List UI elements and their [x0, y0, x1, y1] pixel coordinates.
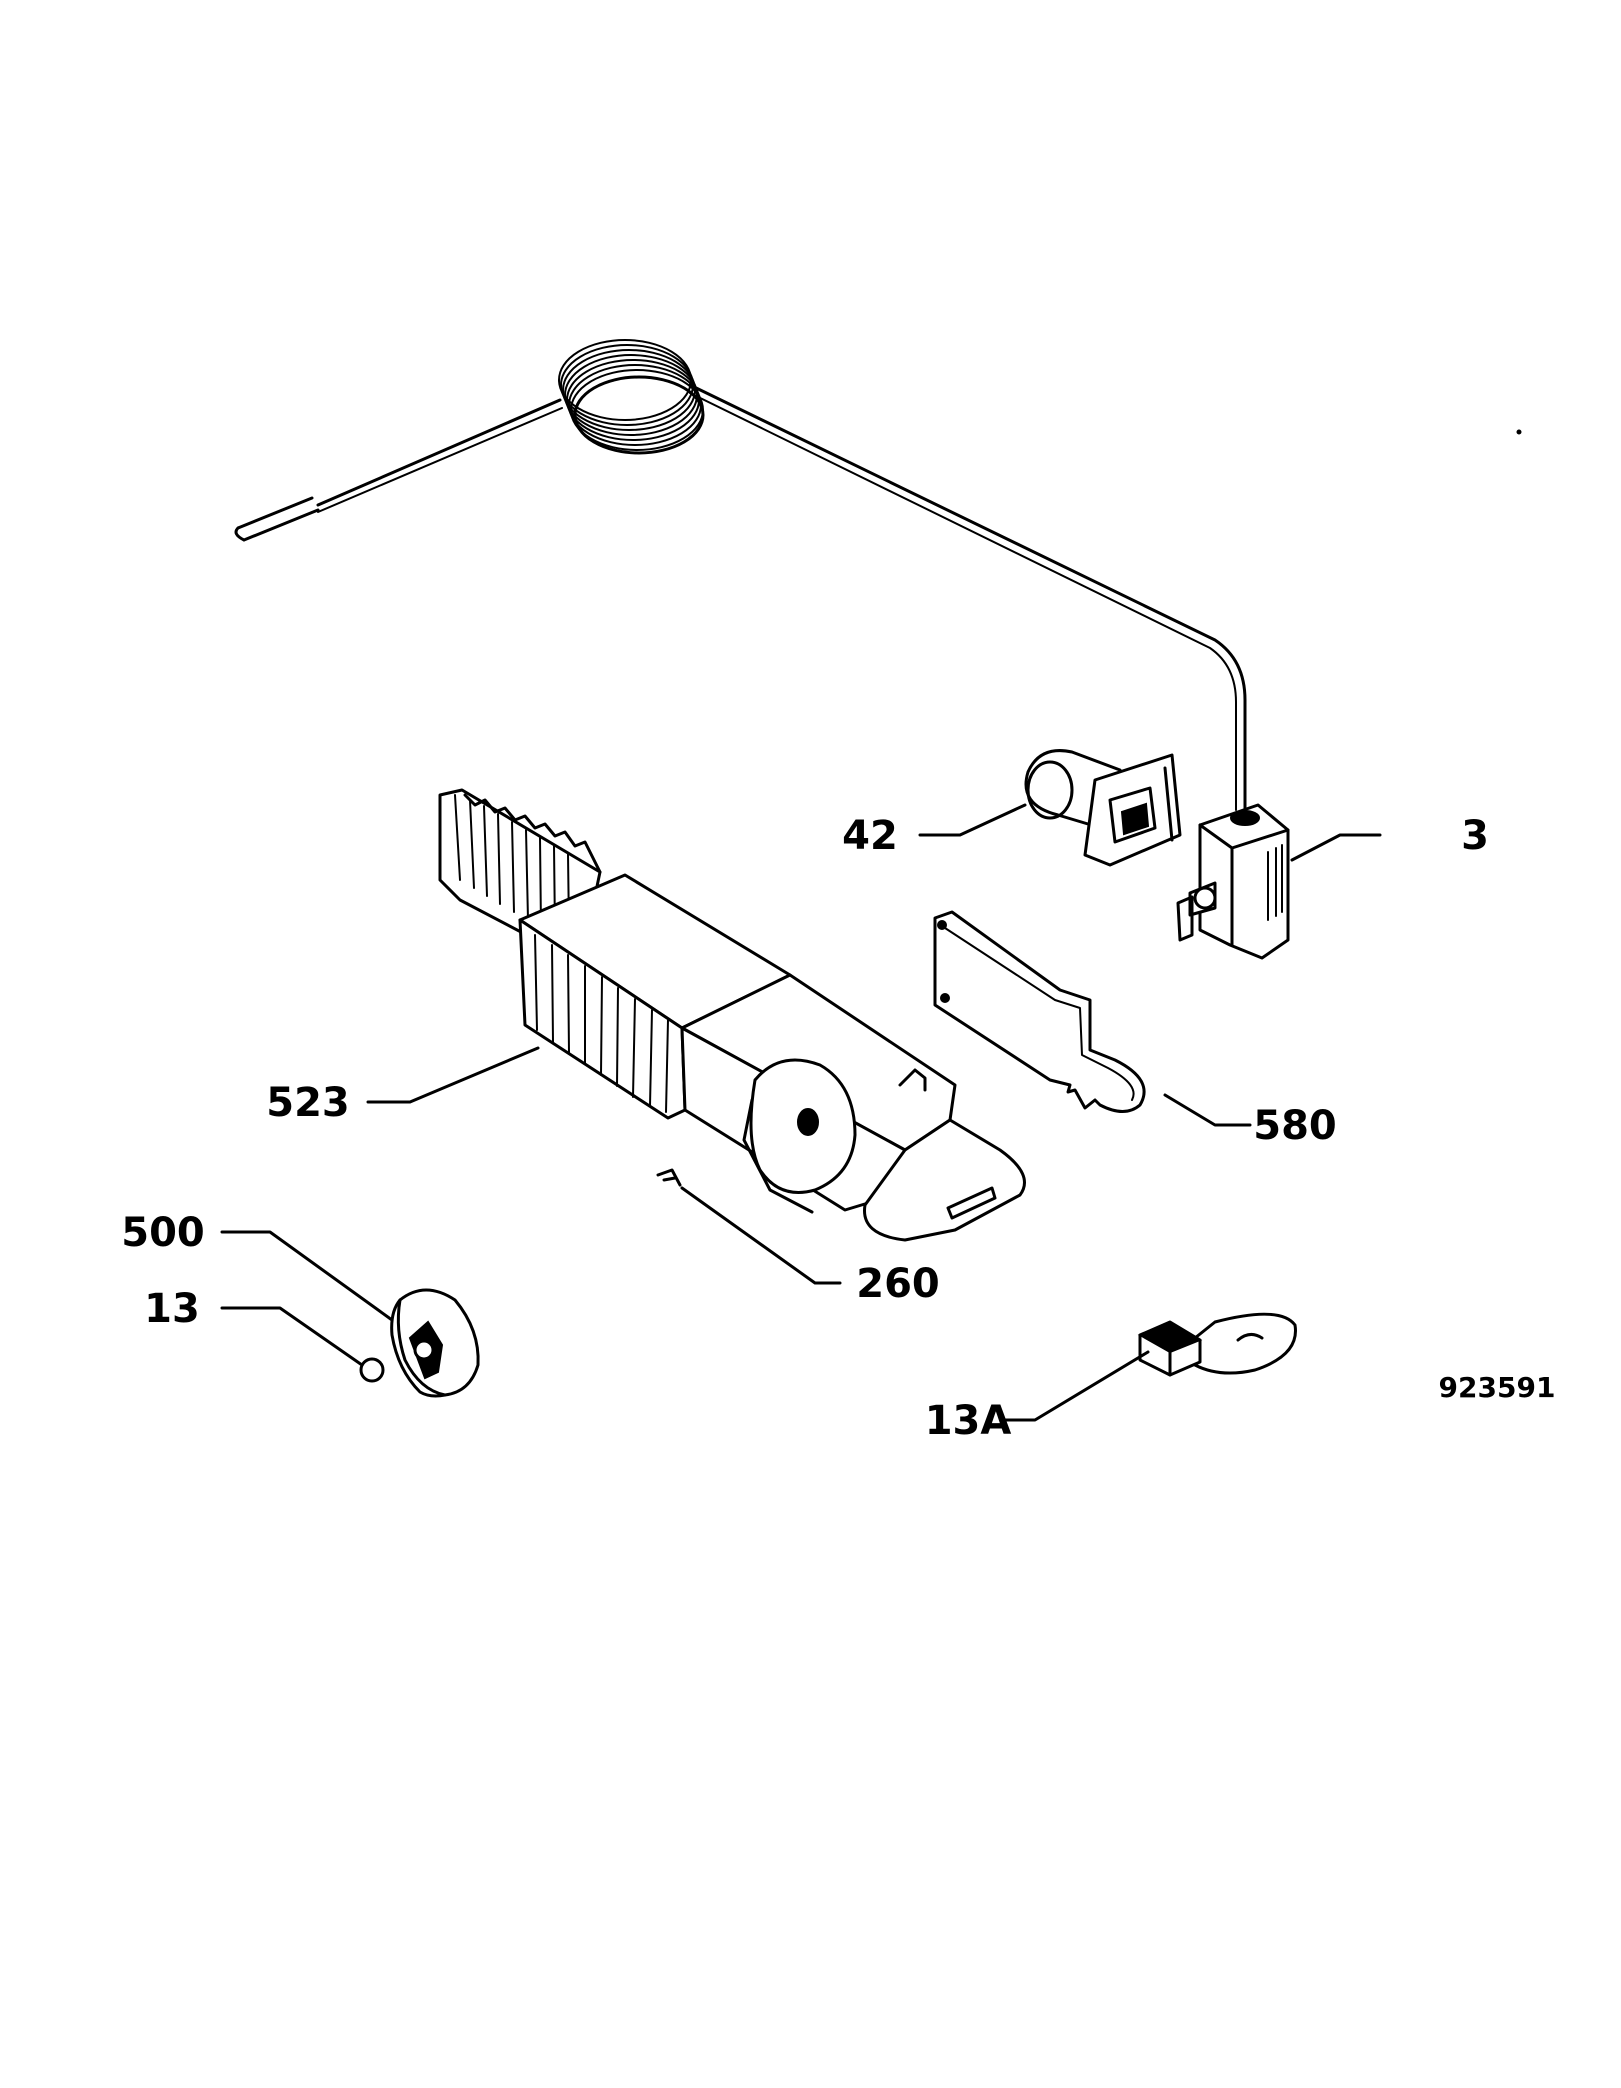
leader-260 — [680, 1186, 842, 1285]
callout-13: 13 — [144, 1286, 200, 1332]
leader-580 — [1163, 1093, 1252, 1127]
callout-13a: 13A — [925, 1398, 1012, 1444]
thermostat-capillary — [234, 339, 1247, 812]
cover-plate-part-580 — [933, 910, 1146, 1113]
cam-disc — [742, 1058, 857, 1214]
callout-523: 523 — [266, 1080, 350, 1126]
leader-42 — [918, 803, 1027, 837]
lamp-holder-part-42 — [1024, 749, 1182, 867]
knob-part-500 — [390, 1288, 480, 1398]
thermostat-part-3 — [1176, 803, 1290, 960]
leader-500 — [220, 1230, 394, 1322]
knob-insert-part-13 — [359, 1357, 385, 1383]
callout-500: 500 — [121, 1210, 205, 1256]
leader-13a — [1003, 1350, 1150, 1422]
leader-3 — [1290, 833, 1382, 862]
leader-523 — [366, 1046, 540, 1104]
housing-part-523 — [438, 788, 1026, 1242]
callout-3: 3 — [1461, 813, 1489, 859]
diagram-reference-number: 923591 — [1439, 1371, 1556, 1404]
callout-260: 260 — [856, 1261, 940, 1307]
leader-lines — [220, 803, 1382, 1422]
screw-part-260 — [656, 1168, 682, 1187]
callout-42: 42 — [842, 813, 898, 859]
capillary-coil — [558, 339, 705, 455]
clip-part-13a — [1137, 1312, 1297, 1377]
leader-13 — [220, 1306, 364, 1367]
speck — [1516, 429, 1522, 435]
callout-580: 580 — [1253, 1103, 1337, 1149]
